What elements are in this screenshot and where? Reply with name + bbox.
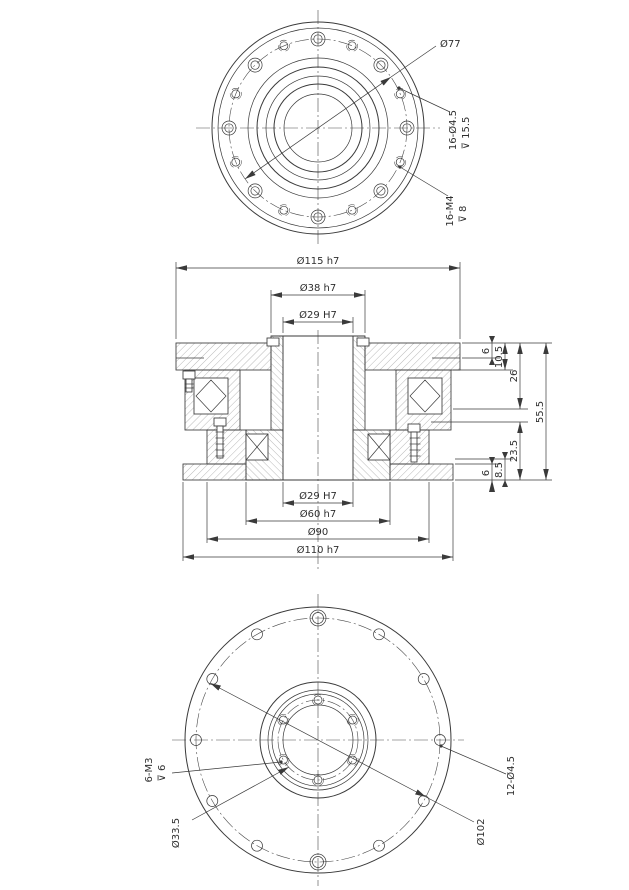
dim-6-m3-depth: ⊽ 6 xyxy=(157,765,168,782)
dim-16-d45: 16-Ø4.5 xyxy=(447,110,459,150)
small-bearing-left xyxy=(245,433,269,461)
dim-8-5: 8.5 xyxy=(494,462,505,478)
dim-dia77: Ø77 xyxy=(440,38,461,50)
top-view: Ø77 16-Ø4.5 ⊽ 15.5 16-M4 ⊽ 8 xyxy=(196,10,472,246)
dim-6-m3: 6-M3 xyxy=(144,758,155,783)
dim-dia29-bottom: Ø29 H7 xyxy=(299,490,337,502)
dim-23-5: 23.5 xyxy=(509,440,520,462)
screw-left-lower xyxy=(213,417,227,459)
dim-10-5: 10.5 xyxy=(494,346,505,368)
section-view: Ø115 h7 Ø38 h7 Ø29 H7 Ø29 H7 Ø60 h7 Ø90 … xyxy=(175,255,552,572)
screw-right-lower xyxy=(407,423,421,463)
dim-6-bottom: 6 xyxy=(481,470,492,476)
dim-55-5: 55.5 xyxy=(535,401,546,423)
counterbore-holes xyxy=(221,31,415,225)
small-bearing-right xyxy=(367,433,391,461)
dim-16-m4-depth: ⊽ 8 xyxy=(458,206,469,223)
bottom-view: Ø102 Ø33.5 6-M3 ⊽ 6 12-Ø4.5 xyxy=(144,594,517,886)
main-bearing-right xyxy=(407,377,443,415)
dim-dia102: Ø102 xyxy=(475,819,487,846)
dim-16-m4: 16-M4 xyxy=(445,195,456,226)
dim-dia29-top: Ø29 H7 xyxy=(299,309,337,321)
main-bearing-left xyxy=(193,377,229,415)
dim-dia90: Ø90 xyxy=(308,526,329,538)
dim-dia38: Ø38 h7 xyxy=(300,282,336,294)
dim-16-d45-depth: ⊽ 15.5 xyxy=(461,117,472,150)
dim-dia33-5: Ø33.5 xyxy=(170,818,182,848)
screw-left-upper xyxy=(182,370,196,393)
dim-26: 26 xyxy=(509,370,520,383)
dim-6-top: 6 xyxy=(481,348,492,354)
dim-dia115: Ø115 h7 xyxy=(297,255,340,267)
dim-dia60: Ø60 h7 xyxy=(300,508,336,520)
dim-12-d45: 12-Ø4.5 xyxy=(505,756,517,796)
dim-dia110: Ø110 h7 xyxy=(297,544,340,556)
